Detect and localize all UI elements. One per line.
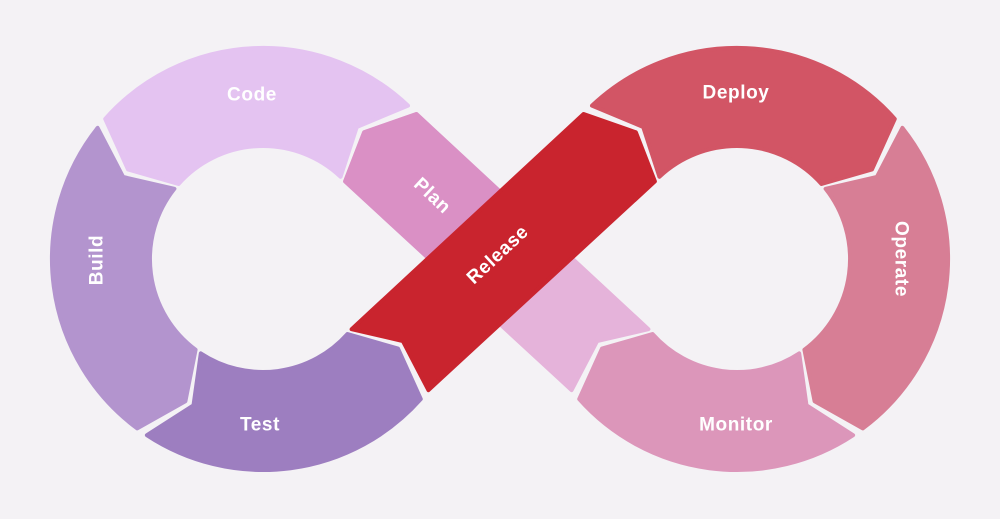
segment-code-arc bbox=[103, 45, 410, 186]
segment-deploy-arc bbox=[590, 45, 897, 186]
label-monitor: Monitor bbox=[699, 415, 773, 436]
label-code: Code bbox=[227, 85, 277, 106]
label-operate: Operate bbox=[891, 221, 912, 297]
segment-operate-arc bbox=[802, 125, 951, 431]
label-build: Build bbox=[87, 235, 108, 286]
segment-release-band bbox=[349, 112, 657, 393]
segment-build-arc bbox=[49, 125, 198, 431]
segment-test-arc bbox=[144, 332, 423, 473]
label-deploy: Deploy bbox=[703, 83, 770, 104]
label-test: Test bbox=[240, 415, 280, 436]
segment-monitor-arc bbox=[577, 332, 856, 473]
